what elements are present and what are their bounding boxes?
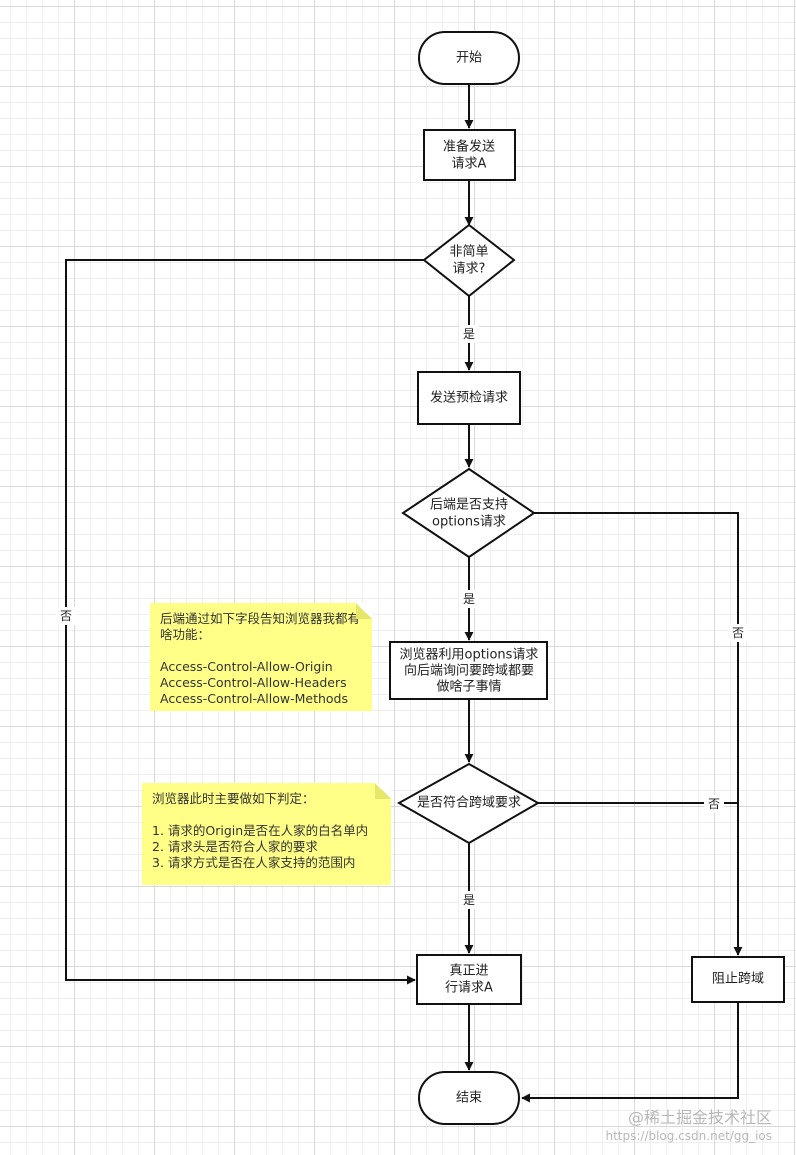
note-backend-capabilities: 后端通过如下字段告知浏览器我都有啥功能： Access-Control-Allo… bbox=[150, 603, 372, 711]
svg-text:否: 否 bbox=[708, 797, 720, 811]
svg-text:options请求: options请求 bbox=[432, 515, 506, 530]
note-browser-checks: 浏览器此时主要做如下判定： 1. 请求的Origin是否在人家的白名单内 2. … bbox=[142, 783, 391, 885]
node-real-request[interactable]: 真正进 行请求A bbox=[416, 954, 522, 1005]
svg-text:非简单: 非简单 bbox=[449, 244, 488, 260]
svg-text:是否符合跨域要求: 是否符合跨域要求 bbox=[417, 795, 521, 811]
watermark: @稀土掘金技术社区 https://blog.csdn.net/gg_ios bbox=[605, 1108, 772, 1144]
edge-backend-no bbox=[534, 512, 743, 956]
edge-label-backend-yes: 是 bbox=[459, 590, 479, 608]
svg-text:阻止跨域: 阻止跨域 bbox=[712, 972, 764, 987]
edge-block-to-end bbox=[521, 1002, 739, 1103]
edge-label-nonsimple-yes: 是 bbox=[459, 325, 479, 343]
node-browser-ask[interactable]: 浏览器利用options请求 向后端询问要跨域都要 做啥子事情 bbox=[389, 641, 548, 700]
svg-text:向后端询问要跨域都要: 向后端询问要跨域都要 bbox=[404, 663, 534, 679]
node-end[interactable]: 结束 bbox=[418, 1071, 520, 1125]
svg-text:请求A: 请求A bbox=[452, 157, 487, 172]
svg-text:浏览器利用options请求: 浏览器利用options请求 bbox=[400, 647, 539, 663]
node-prepare-request[interactable]: 准备发送 请求A bbox=[423, 129, 516, 181]
svg-text:发送预检请求: 发送预检请求 bbox=[430, 390, 508, 406]
svg-text:做啥子事情: 做啥子事情 bbox=[436, 679, 501, 695]
edge-label-cors-no: 否 bbox=[704, 795, 724, 813]
node-cors-decision[interactable]: 是否符合跨域要求 bbox=[396, 762, 541, 845]
svg-text:否: 否 bbox=[60, 609, 72, 623]
node-preflight[interactable]: 发送预检请求 bbox=[417, 371, 521, 425]
svg-text:是: 是 bbox=[463, 893, 475, 907]
watermark-main: @稀土掘金技术社区 bbox=[627, 1108, 772, 1127]
node-start-label: 开始 bbox=[456, 51, 482, 66]
watermark-url: https://blog.csdn.net/gg_ios bbox=[605, 1129, 772, 1143]
edge-label-cors-yes: 是 bbox=[459, 891, 479, 909]
svg-text:是: 是 bbox=[463, 327, 475, 341]
svg-text:是: 是 bbox=[463, 592, 475, 606]
node-block-cors[interactable]: 阻止跨域 bbox=[691, 956, 785, 1003]
svg-text:结束: 结束 bbox=[456, 1091, 482, 1106]
svg-text:真正进: 真正进 bbox=[449, 964, 488, 979]
edge-label-nonsimple-no: 否 bbox=[56, 607, 76, 625]
node-start[interactable]: 开始 bbox=[418, 31, 520, 85]
svg-text:否: 否 bbox=[732, 626, 744, 640]
svg-text:后端是否支持: 后端是否支持 bbox=[430, 498, 508, 513]
svg-text:准备发送: 准备发送 bbox=[443, 139, 495, 155]
svg-text:行请求A: 行请求A bbox=[445, 981, 493, 996]
node-backend-support-decision[interactable]: 后端是否支持 options请求 bbox=[401, 467, 536, 559]
edge-label-backend-no: 否 bbox=[728, 624, 748, 642]
svg-text:请求?: 请求? bbox=[453, 262, 486, 277]
node-nonsimple-decision[interactable]: 非简单 请求? bbox=[422, 223, 516, 298]
